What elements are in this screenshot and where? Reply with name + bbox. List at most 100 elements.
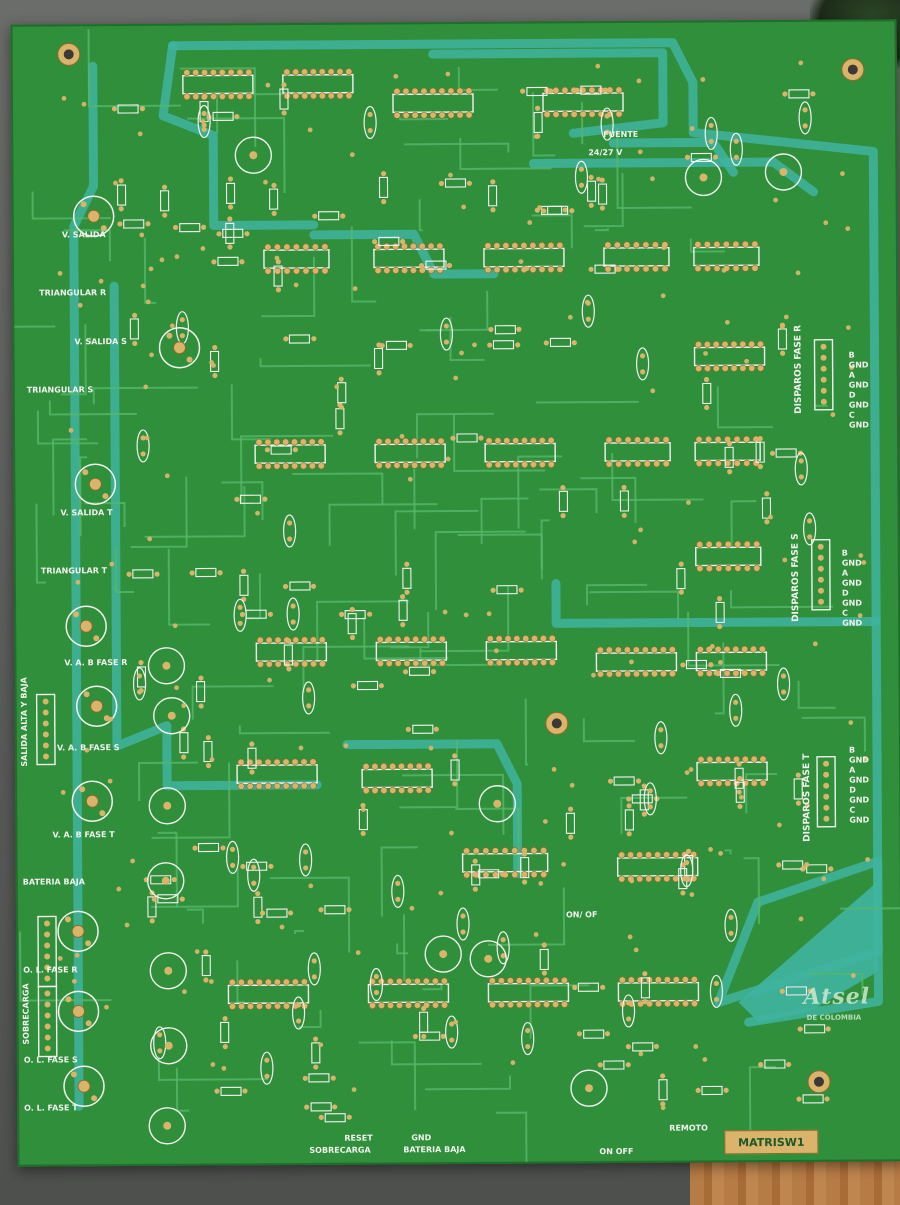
trimmer-pad [90, 699, 104, 713]
ic-pad [724, 459, 732, 467]
passive-pad [490, 207, 496, 213]
connector-pin-label: C [849, 805, 856, 815]
via-pad [209, 757, 215, 762]
capacitor-pad [179, 333, 186, 339]
ic-pad [705, 459, 713, 467]
ic-pad [218, 68, 226, 76]
via-pad [209, 360, 214, 365]
ic-pad [547, 436, 555, 444]
capacitor-outline [226, 840, 240, 874]
passive-pad [607, 778, 614, 784]
via-pad [407, 476, 413, 482]
passive-pad [625, 1044, 632, 1050]
ic-pad [632, 241, 640, 249]
passive-pad [234, 113, 240, 120]
capacitor-outline [729, 693, 743, 727]
via-pad [596, 176, 601, 182]
ic-pad [396, 1001, 404, 1009]
capacitor-pad [290, 619, 296, 625]
ic-pad [741, 240, 749, 248]
ic-pad [512, 437, 520, 445]
ic-pad [419, 437, 427, 445]
label-on-off: ON OFF [599, 1146, 634, 1157]
ic-outline [693, 246, 760, 267]
passive-pad [421, 1033, 427, 1040]
ic-pad [534, 1001, 542, 1009]
ic-pad [713, 240, 721, 248]
connector-pin-label: D [848, 390, 856, 400]
ic-pad [543, 110, 551, 118]
ic-pad [227, 68, 235, 76]
passive-outline [195, 567, 217, 578]
ic-pad [256, 636, 264, 644]
capacitor-pad [179, 317, 185, 323]
electrolytic-outline [150, 1027, 188, 1065]
passive-outline [804, 1024, 826, 1034]
ic-pad [654, 851, 662, 859]
capacitor-pad [578, 182, 585, 188]
copper-trace [457, 533, 543, 570]
passive-outline [715, 601, 725, 623]
passive-outline [412, 724, 434, 734]
ic-pad [491, 847, 499, 855]
passive-outline [603, 1060, 625, 1070]
ic-pad [237, 782, 245, 790]
capacitor-pad [443, 339, 450, 345]
ic-pad [668, 646, 676, 654]
copper-trace [455, 807, 520, 875]
via-pad [684, 770, 690, 775]
via-pad [75, 579, 81, 585]
via-pad [551, 767, 557, 772]
capacitor-pad [305, 687, 312, 693]
capacitor-outline [291, 996, 306, 1030]
copper-trace [380, 846, 418, 917]
copper-trace [150, 868, 239, 908]
trimmer-pin [73, 611, 80, 618]
ic-pad [264, 438, 272, 446]
ic-pad [486, 635, 494, 643]
ic-pad [255, 438, 263, 446]
ic-pad [411, 87, 419, 95]
capacitor-pad [395, 880, 401, 886]
passive-pad [205, 762, 212, 769]
ic-pad [759, 779, 767, 787]
via-pad [77, 302, 83, 308]
capacitor-pad [684, 860, 690, 866]
passive-outline [755, 441, 765, 463]
passive-pad [764, 491, 770, 497]
ic-pad [318, 92, 326, 100]
connector-pin-label: D [841, 588, 849, 598]
passive-pad [310, 583, 317, 589]
trimmer-pin [64, 916, 71, 923]
ic-pad [540, 870, 548, 878]
ic-pad [398, 786, 406, 794]
passive-pad [488, 326, 494, 333]
ic-pad [264, 978, 272, 986]
ic-pad [437, 461, 445, 469]
via-pad [472, 342, 477, 348]
ic-pad [681, 976, 689, 984]
passive-outline [239, 574, 249, 596]
passive-outline [311, 1042, 321, 1064]
via-pad [795, 270, 801, 276]
header-outline [35, 693, 56, 766]
connector-pin-label: GND [842, 618, 863, 628]
passive-pad [372, 239, 378, 245]
ic-pad [292, 660, 300, 668]
passive-pad [264, 447, 270, 453]
ic-pad [237, 758, 245, 766]
capacitor-outline [136, 429, 150, 463]
passive-pad [499, 871, 506, 877]
ic-pad [463, 871, 471, 879]
passive-pad [234, 496, 240, 502]
ic-outline [254, 444, 326, 464]
trimmer-pad [172, 341, 186, 355]
ic-pad [511, 871, 519, 879]
ic-pad [714, 435, 722, 443]
ic-outline [182, 74, 254, 95]
ic-pad [429, 111, 437, 119]
passive-outline [685, 659, 708, 670]
ic-pad [533, 977, 541, 985]
passive-pad [741, 670, 747, 676]
ic-pad [641, 670, 649, 678]
